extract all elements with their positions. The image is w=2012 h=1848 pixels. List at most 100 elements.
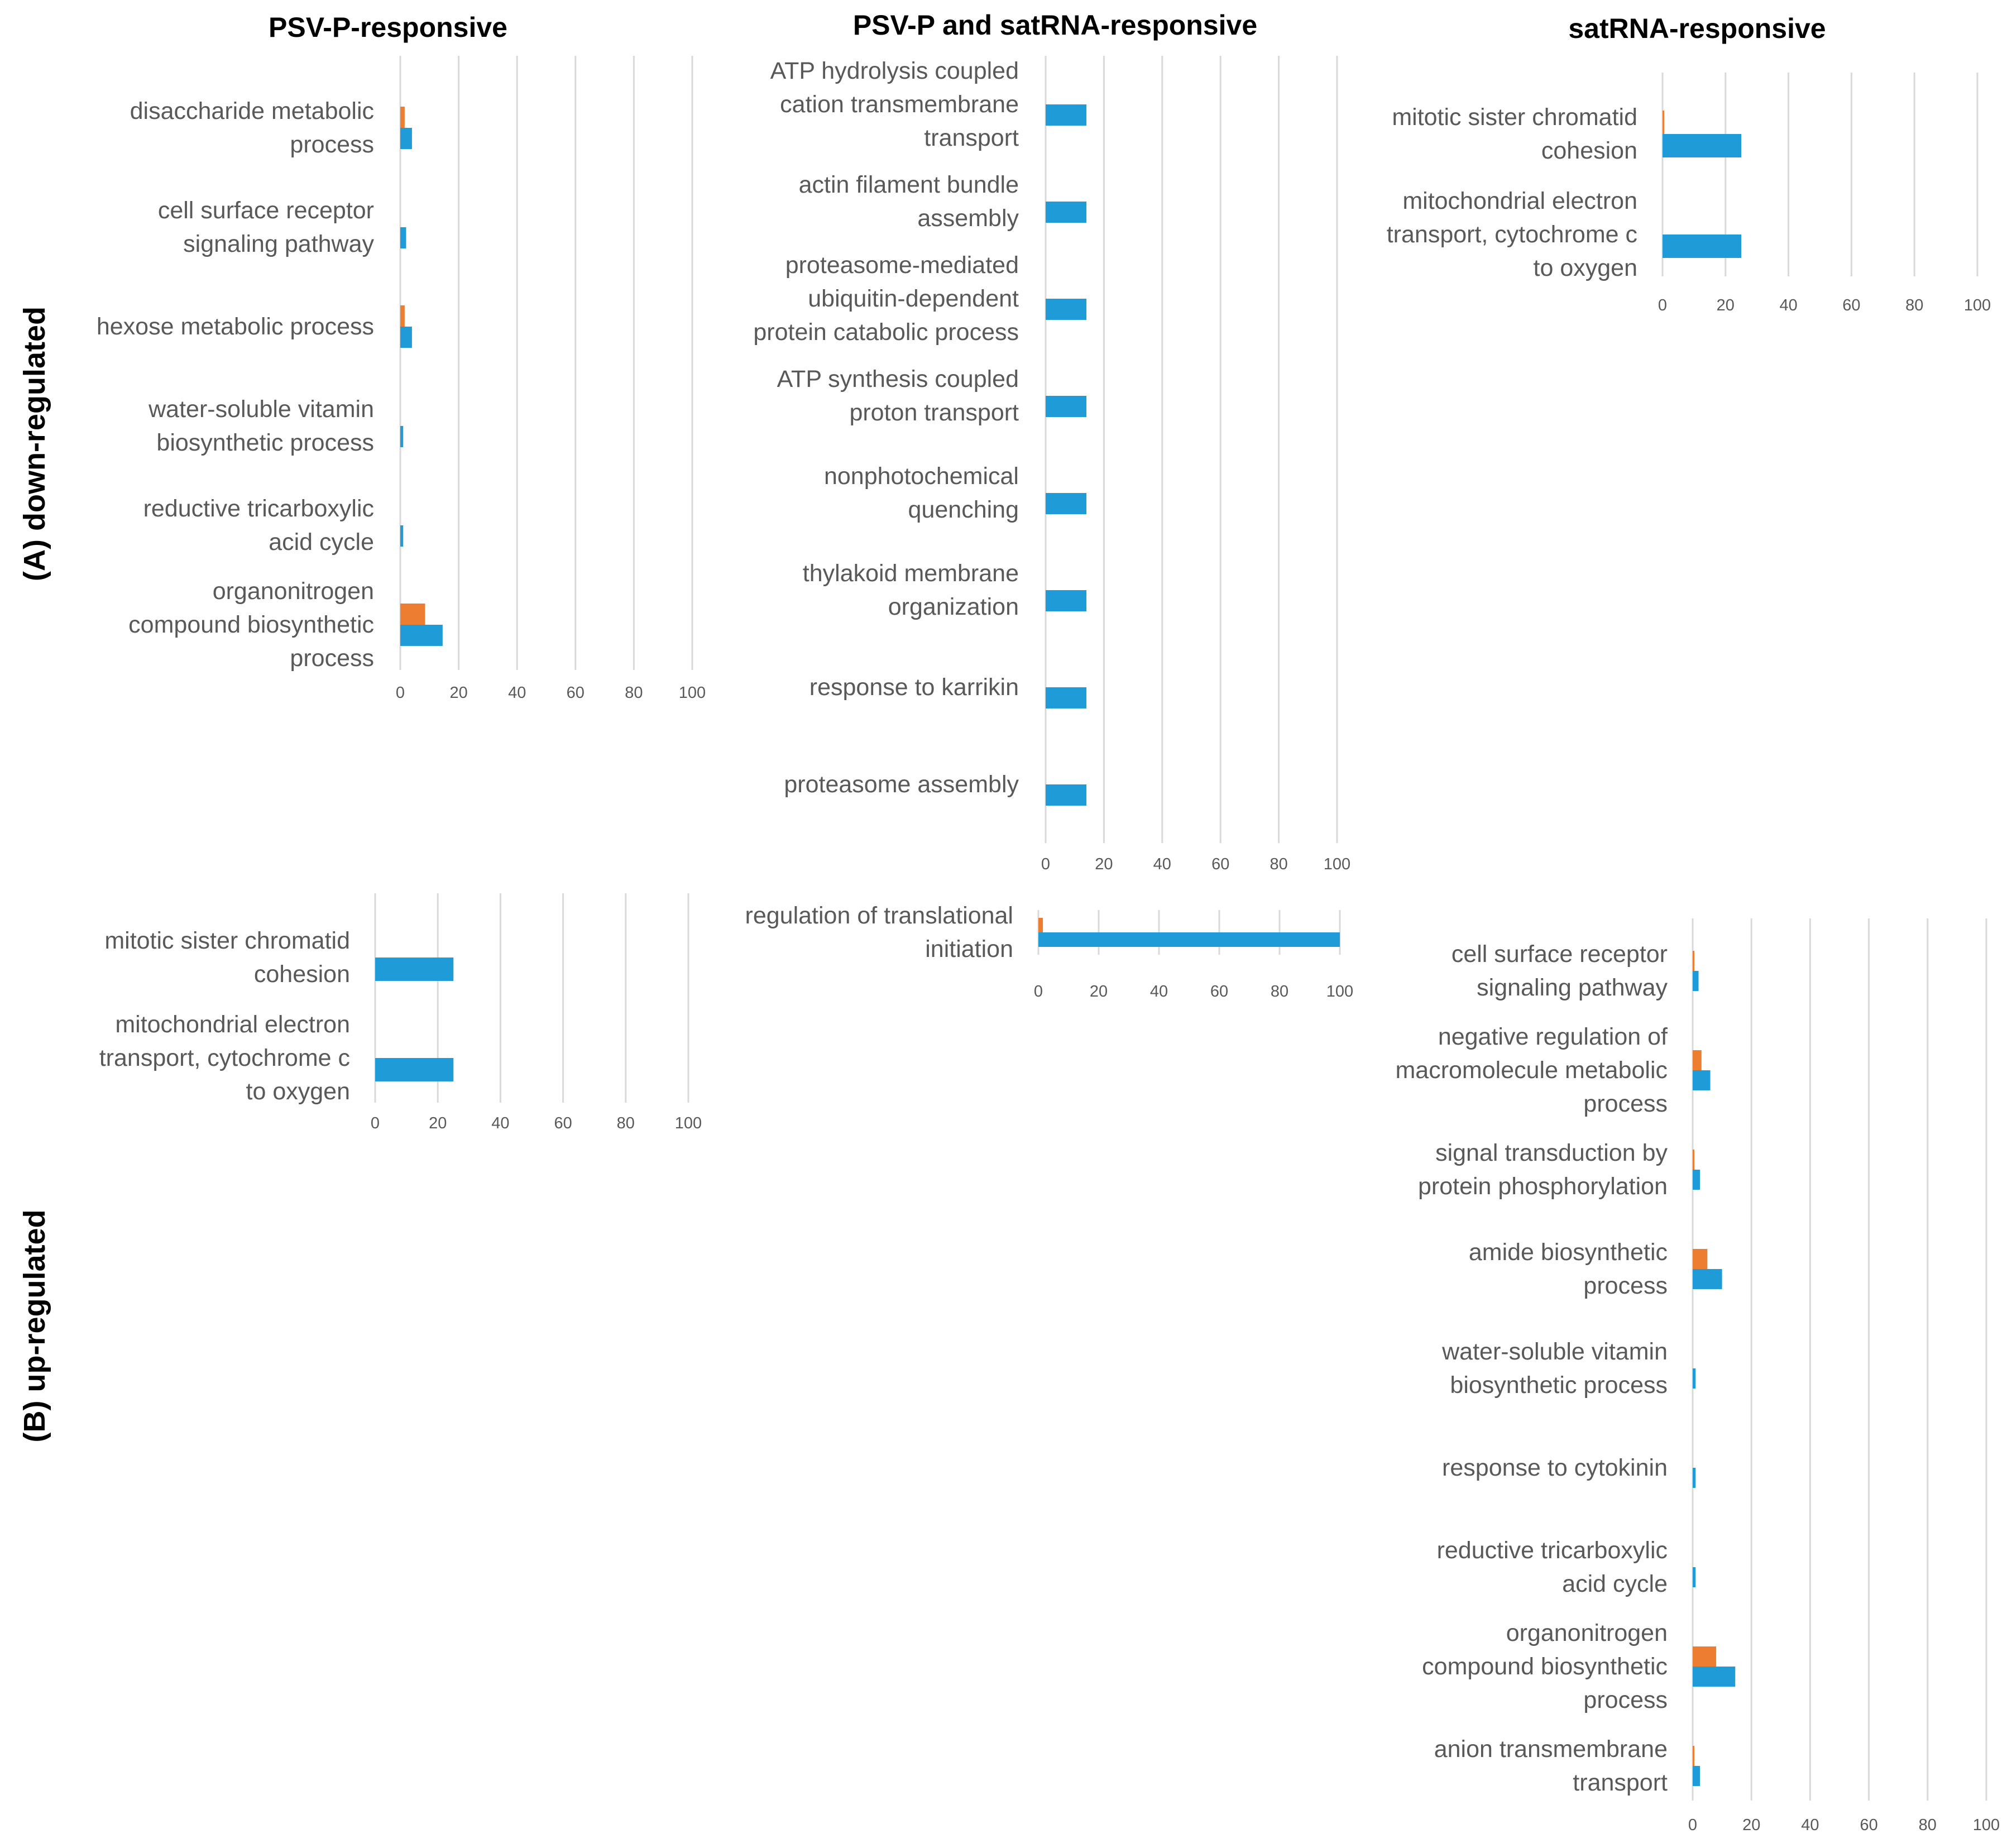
bar-series-a bbox=[1663, 111, 1664, 134]
category-label: quenching bbox=[908, 496, 1019, 523]
category-label: acid cycle bbox=[1562, 1571, 1668, 1597]
bar-series-b bbox=[1046, 104, 1087, 126]
category-label: disaccharide metabolic bbox=[130, 98, 374, 125]
category-label: proteasome assembly bbox=[784, 771, 1019, 798]
x-tick-label: 0 bbox=[396, 684, 405, 702]
category-label: reductive tricarboxylic bbox=[143, 495, 374, 522]
bar-series-b bbox=[400, 227, 406, 248]
x-tick-label: 40 bbox=[508, 684, 526, 702]
x-tick-label: 60 bbox=[1211, 855, 1229, 873]
x-tick-label: 100 bbox=[1324, 855, 1350, 873]
bar-series-b bbox=[400, 327, 412, 348]
bar-series-b bbox=[400, 525, 404, 547]
x-tick-label: 20 bbox=[449, 684, 467, 702]
category-label: mitotic sister chromatid bbox=[104, 927, 350, 954]
category-label: signaling pathway bbox=[1477, 974, 1668, 1001]
x-tick-label: 100 bbox=[679, 684, 706, 702]
category-label: biosynthetic process bbox=[156, 429, 374, 456]
bar-series-b bbox=[1693, 1468, 1696, 1488]
bar-series-b bbox=[1693, 1766, 1700, 1786]
category-label: reductive tricarboxylic bbox=[1437, 1537, 1668, 1564]
bar-series-a bbox=[1693, 1746, 1694, 1766]
bar-series-b bbox=[1046, 784, 1087, 806]
bar-series-b bbox=[1693, 1070, 1711, 1090]
bar-series-b bbox=[1693, 1667, 1736, 1687]
category-label: response to karrikin bbox=[809, 674, 1019, 701]
bar-series-b bbox=[1046, 687, 1087, 708]
bar-series-a bbox=[1693, 1050, 1702, 1070]
category-label: to oxygen bbox=[246, 1078, 350, 1105]
category-label: water-soluble vitamin bbox=[1441, 1338, 1668, 1365]
x-tick-label: 20 bbox=[1717, 296, 1735, 314]
bar-series-b bbox=[400, 625, 443, 646]
category-label: process bbox=[290, 645, 374, 672]
category-label: protein catabolic process bbox=[753, 319, 1019, 346]
category-label: cohesion bbox=[1541, 137, 1637, 164]
bar-series-b bbox=[1038, 932, 1340, 947]
chart-panels: 0 20 40 60 80 100 disaccharide metabolic proces… bbox=[97, 56, 2000, 1834]
bar-series-b bbox=[1046, 396, 1087, 417]
category-label: response to cytokinin bbox=[1442, 1454, 1668, 1481]
x-tick-label: 100 bbox=[675, 1114, 702, 1132]
x-tick-label: 20 bbox=[1090, 983, 1108, 1000]
bar-series-a bbox=[400, 305, 405, 327]
bar-series-b bbox=[1046, 590, 1087, 611]
bar-series-a bbox=[1693, 1150, 1694, 1170]
x-tick-label: 80 bbox=[1919, 1816, 1937, 1834]
category-label: nonphotochemical bbox=[824, 463, 1019, 490]
category-label: actin filament bundle bbox=[799, 171, 1019, 198]
category-label: signaling pathway bbox=[183, 231, 374, 257]
category-label: cohesion bbox=[254, 961, 350, 988]
category-label: negative regulation of bbox=[1438, 1023, 1668, 1050]
category-label: biosynthetic process bbox=[1450, 1372, 1668, 1399]
category-label: process bbox=[1583, 1090, 1668, 1117]
x-tick-label: 0 bbox=[1658, 296, 1667, 314]
category-label: compound biosynthetic bbox=[1422, 1653, 1668, 1680]
category-label: mitochondrial electron bbox=[1402, 188, 1637, 214]
category-label: cation transmembrane bbox=[780, 91, 1019, 118]
x-tick-label: 80 bbox=[1271, 983, 1288, 1000]
category-label: macromolecule metabolic bbox=[1395, 1057, 1668, 1084]
category-label: amide biosynthetic bbox=[1469, 1239, 1668, 1266]
category-label: ubiquitin-dependent bbox=[808, 285, 1019, 312]
category-label: mitochondrial electron bbox=[115, 1011, 350, 1038]
bar-series-b bbox=[375, 957, 454, 981]
bar-series-a bbox=[1693, 1646, 1717, 1667]
category-label: proton transport bbox=[849, 399, 1019, 426]
category-label: transport bbox=[1573, 1769, 1668, 1796]
bar-series-a bbox=[1693, 951, 1694, 971]
category-label: proteasome-mediated bbox=[785, 252, 1019, 279]
bar-series-b bbox=[1046, 202, 1087, 223]
category-label: transport, cytochrome c bbox=[1387, 221, 1637, 248]
x-tick-label: 100 bbox=[1326, 983, 1353, 1000]
bar-series-b bbox=[1693, 1368, 1696, 1389]
bar-series-a bbox=[1038, 918, 1043, 932]
bar-series-b bbox=[1693, 971, 1699, 991]
column-title-psvp: PSV-P-responsive bbox=[269, 12, 507, 43]
category-label: ATP hydrolysis coupled bbox=[770, 58, 1019, 84]
row-label-up: (B) up-regulated bbox=[18, 1210, 51, 1443]
x-tick-label: 100 bbox=[1964, 296, 1991, 314]
x-tick-label: 60 bbox=[1210, 983, 1228, 1000]
bar-series-a bbox=[400, 107, 405, 128]
x-tick-label: 20 bbox=[429, 1114, 447, 1132]
x-tick-label: 80 bbox=[617, 1114, 635, 1132]
x-tick-label: 0 bbox=[1041, 855, 1050, 873]
x-tick-label: 60 bbox=[567, 684, 585, 702]
bar-series-b bbox=[1663, 134, 1741, 157]
bar-series-b bbox=[1693, 1269, 1722, 1289]
category-label: acid cycle bbox=[269, 529, 374, 556]
x-tick-label: 60 bbox=[1860, 1816, 1877, 1834]
category-label: compound biosynthetic bbox=[128, 611, 374, 638]
x-tick-label: 20 bbox=[1095, 855, 1113, 873]
category-label: thylakoid membrane bbox=[803, 560, 1019, 587]
x-tick-label: 80 bbox=[1905, 296, 1923, 314]
bar-series-b bbox=[400, 128, 412, 149]
category-label: anion transmembrane bbox=[1434, 1736, 1668, 1763]
category-label: process bbox=[1583, 1687, 1668, 1713]
